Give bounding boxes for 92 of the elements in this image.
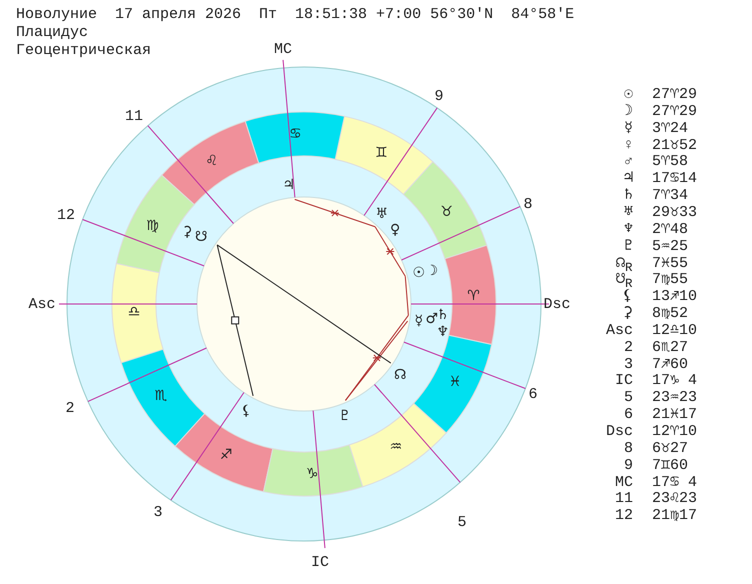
house-number: Asc — [28, 296, 56, 312]
house-number: 6 — [528, 386, 538, 402]
planet-glyph: ⚸ — [241, 403, 252, 419]
table-cell: 6♏27 — [652, 338, 688, 356]
chart-header: Новолуние 17 апреля 2026 Пт 18:51:38 +7:00 56°30'N 84°58'E — [16, 6, 574, 23]
table-cell: ♅ — [624, 204, 634, 221]
table-cell: ⚳ — [622, 305, 633, 322]
table-cell: ♂ — [624, 153, 634, 170]
table-cell: ♇ — [624, 238, 634, 255]
planet-glyph: ♆ — [436, 324, 450, 340]
house-number: 9 — [434, 88, 444, 104]
table-cell: 9 — [624, 456, 634, 474]
table-cell: Asc — [606, 322, 634, 339]
table-cell: Dsc — [606, 423, 634, 440]
table-cell: 3♈24 — [652, 120, 688, 137]
table-cell-text: ☊$_{R}$ — [616, 254, 633, 274]
zodiac-sign-glyph: ♓ — [448, 374, 462, 390]
table-cell: 21♉52 — [652, 136, 698, 154]
table-cell: 5♈58 — [652, 153, 688, 170]
house-system-label: Плацидус — [16, 24, 88, 41]
house-number: 2 — [66, 400, 75, 416]
table-cell: 6♉27 — [652, 440, 688, 457]
planet-glyph: ⚳ — [182, 224, 192, 240]
house-number: 3 — [154, 504, 163, 520]
table-cell: 23♌23 — [652, 490, 698, 508]
house-number: MC — [274, 40, 292, 58]
coordinate-type-label: Геоцентрическая — [16, 42, 152, 59]
planet-glyph: ☿ — [414, 313, 424, 329]
table-cell: 12♎10 — [652, 322, 698, 339]
table-cell: 8 — [624, 440, 634, 457]
table-cell: 17♋14 — [652, 170, 698, 188]
table-cell: ♄ — [624, 187, 634, 204]
zodiac-sign-glyph: ♐ — [220, 447, 232, 464]
table-cell: 29♉33 — [652, 204, 698, 221]
table-cell: 6 — [624, 406, 634, 424]
zodiac-sign-glyph: ♑ — [306, 466, 318, 482]
house-number: 12 — [57, 206, 76, 224]
table-cell: 21♓17 — [652, 406, 698, 424]
table-cell: ♀ — [624, 136, 634, 154]
table-cell: ☽ — [624, 102, 634, 120]
table-cell: 7♍55 — [652, 271, 688, 288]
table-cell: 2 — [624, 338, 634, 356]
table-cell: 12♈10 — [652, 423, 698, 440]
table-cell: 27♈29 — [652, 102, 698, 120]
planet-glyph: ♃ — [282, 177, 296, 193]
house-number: 8 — [524, 196, 533, 212]
house-number: IC — [311, 554, 330, 570]
planet-glyph: ♇ — [338, 408, 352, 424]
table-cell: 5 — [624, 389, 634, 406]
planet-glyph: ♂ — [426, 311, 438, 327]
table-cell: 23♒23 — [652, 389, 698, 406]
table-cell: 21♍17 — [652, 507, 698, 524]
table-cell: 3 — [624, 356, 634, 373]
zodiac-sign-glyph: ♌ — [205, 153, 218, 170]
zodiac-sign-glyph: ♊ — [375, 144, 388, 161]
zodiac-sign-glyph: ♎ — [128, 304, 140, 320]
table-cell: ☿ — [624, 120, 634, 137]
table-cell: 7♐60 — [652, 356, 688, 373]
table-cell: IC — [615, 372, 634, 390]
table-cell: 11 — [615, 490, 634, 508]
table-cell: MC — [615, 474, 634, 491]
zodiac-sign-glyph: ♋ — [289, 126, 302, 142]
table-cell: 2♈48 — [652, 220, 688, 238]
planet-glyph: ♄ — [436, 307, 450, 323]
planet-glyph: ☉ — [412, 265, 426, 281]
zodiac-sign-glyph: ♍ — [146, 218, 159, 234]
table-cell: 7♊60 — [652, 456, 688, 474]
zodiac-sign-glyph: ♏ — [154, 388, 168, 404]
table-cell: ♆ — [624, 220, 634, 238]
table-cell: 8♍52 — [652, 305, 688, 322]
planet-glyph: ☊ — [394, 367, 406, 383]
table-cell: 13♐10 — [652, 288, 698, 306]
table-cell: 7♈34 — [652, 187, 688, 204]
house-number: Dsc — [544, 296, 571, 312]
planet-glyph: ☋ — [195, 229, 208, 245]
planet-glyph: ♅ — [376, 206, 388, 222]
house-number: 5 — [458, 514, 467, 530]
table-cell: 12 — [615, 507, 634, 524]
table-cell: 27♈29 — [652, 86, 698, 103]
table-cell: 17♋ 4 — [652, 474, 698, 491]
table-cell: 7♓55 — [652, 254, 688, 272]
table-cell: ♃ — [624, 170, 634, 188]
table-cell: 17♑ 4 — [652, 372, 698, 390]
table-cell: 5♒25 — [652, 238, 688, 255]
table-cell: ⚸ — [622, 288, 633, 306]
house-number: 11 — [125, 108, 144, 124]
zodiac-sign-glyph: ♒ — [390, 438, 402, 455]
planet-glyph: ☽ — [426, 263, 438, 279]
zodiac-sign-glyph: ♈ — [467, 288, 480, 304]
table-cell: ☉ — [624, 86, 634, 103]
planet-glyph: ♀ — [390, 222, 400, 238]
zodiac-sign-glyph: ♉ — [440, 204, 453, 220]
